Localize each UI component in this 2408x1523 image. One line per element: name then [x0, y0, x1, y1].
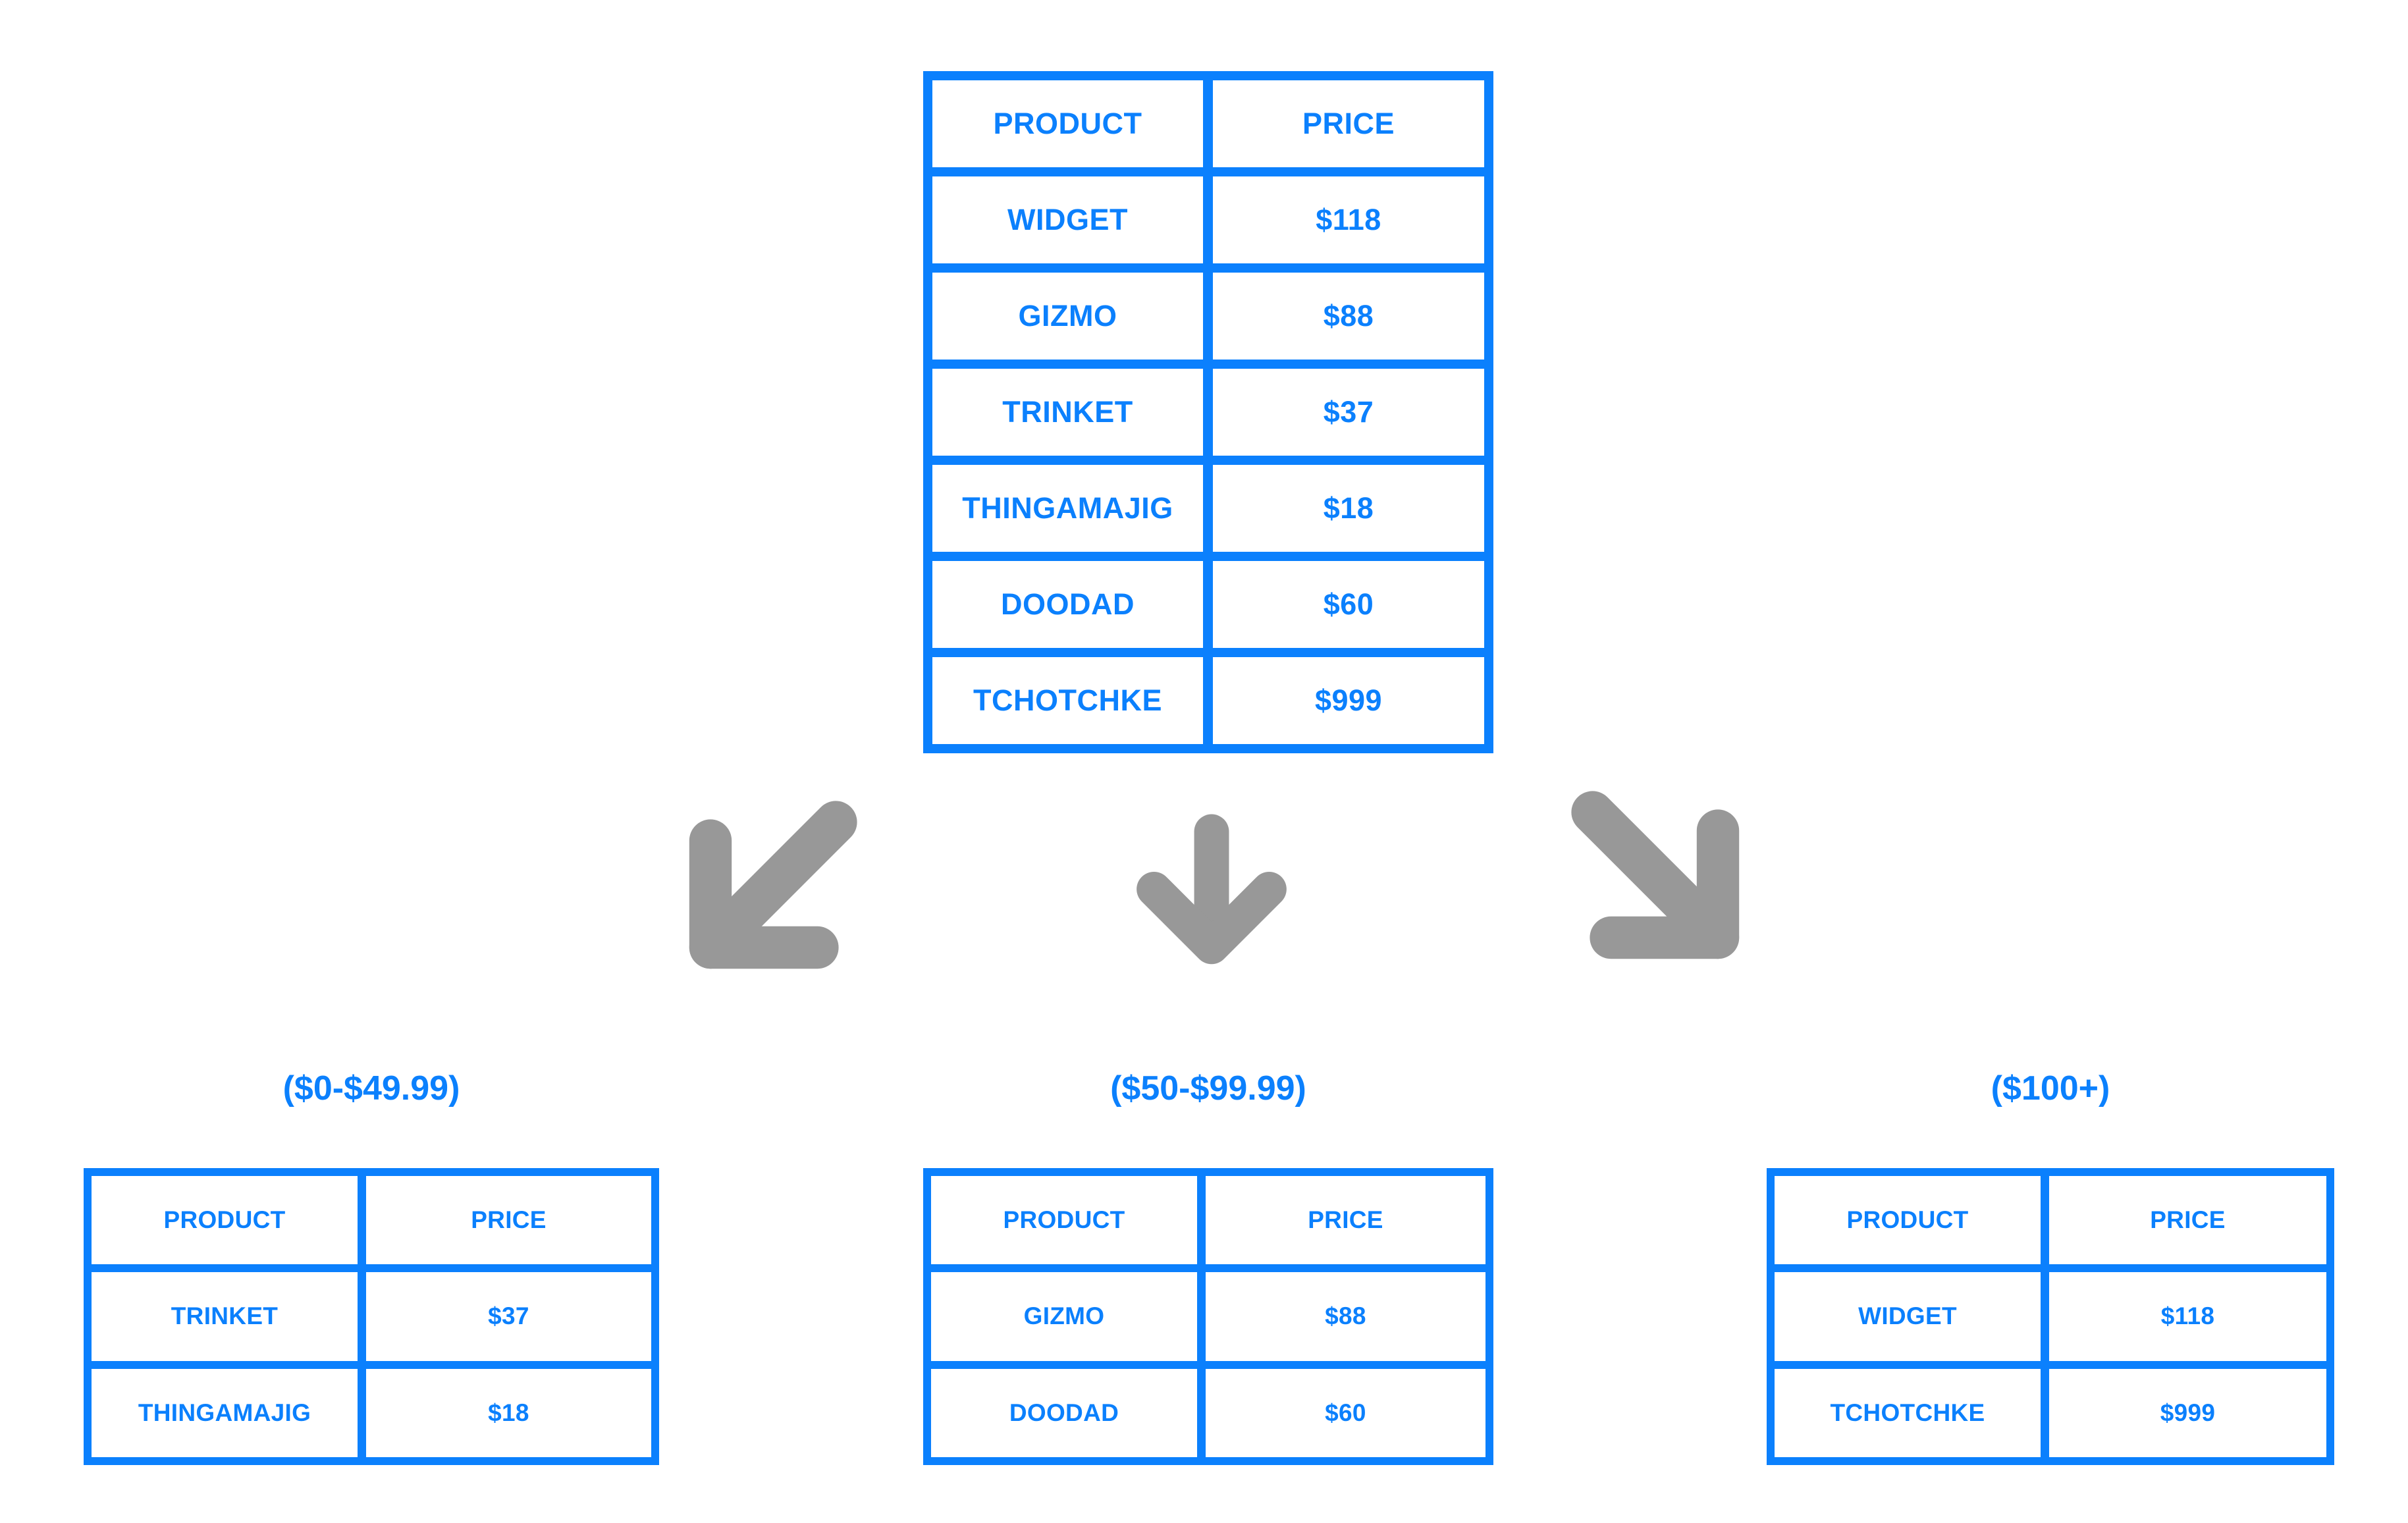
cell-price: $999 [1213, 657, 1484, 744]
cell-price: $60 [1206, 1368, 1485, 1457]
table-header-row: PRODUCT PRICE [1775, 1176, 2326, 1265]
table-row: GIZMO $88 [931, 1272, 1485, 1361]
cell-product: GIZMO [932, 273, 1203, 360]
table-row: THINGAMAJIG $18 [932, 465, 1484, 552]
table-row: TRINKET $37 [932, 369, 1484, 456]
source-product-price-table: PRODUCT PRICE WIDGET $118 GIZMO $88 TRIN… [923, 71, 1493, 753]
cell-product: TCHOTCHKE [1775, 1368, 2041, 1457]
table-row: DOODAD $60 [931, 1368, 1485, 1457]
table-row: WIDGET $118 [932, 176, 1484, 263]
cell-product: WIDGET [1775, 1272, 2041, 1361]
column-header-price: PRICE [366, 1176, 651, 1265]
column-header-product: PRODUCT [92, 1176, 358, 1265]
cell-price: $18 [1213, 465, 1484, 552]
table-row: TCHOTCHKE $999 [932, 657, 1484, 744]
cell-product: THINGAMAJIG [932, 465, 1203, 552]
table-row: WIDGET $118 [1775, 1272, 2326, 1361]
bucket-label-low: ($0-$49.99) [282, 1069, 460, 1108]
bucket-label-mid: ($50-$99.99) [1110, 1069, 1306, 1108]
table-header-row: PRODUCT PRICE [931, 1176, 1485, 1265]
cell-price: $118 [1213, 176, 1484, 263]
cell-price: $88 [1213, 273, 1484, 360]
table-header-row: PRODUCT PRICE [932, 80, 1484, 167]
table-row: THINGAMAJIG $18 [92, 1368, 651, 1457]
cell-price: $60 [1213, 561, 1484, 648]
table-row: DOODAD $60 [932, 561, 1484, 648]
cell-price: $37 [366, 1272, 651, 1361]
cell-price: $88 [1206, 1272, 1485, 1361]
cell-price: $118 [2049, 1272, 2326, 1361]
arrow-down-left-icon [689, 801, 857, 969]
table-row: TRINKET $37 [92, 1272, 651, 1361]
table-row: TCHOTCHKE $999 [1775, 1368, 2326, 1457]
cell-product: DOODAD [931, 1368, 1197, 1457]
column-header-product: PRODUCT [932, 80, 1203, 167]
cell-product: GIZMO [931, 1272, 1197, 1361]
bucket-table-high: PRODUCT PRICE WIDGET $118 TCHOTCHKE $999 [1767, 1168, 2334, 1465]
cell-product: WIDGET [932, 176, 1203, 263]
bucket-table-low: PRODUCT PRICE TRINKET $37 THINGAMAJIG $1… [84, 1168, 659, 1465]
column-header-price: PRICE [1213, 80, 1484, 167]
cell-price: $18 [366, 1368, 651, 1457]
column-header-product: PRODUCT [931, 1176, 1197, 1265]
arrow-down-right-icon [1571, 791, 1740, 959]
cell-product: DOODAD [932, 561, 1203, 648]
bucket-label-high: ($100+) [1991, 1069, 2110, 1108]
table-row: GIZMO $88 [932, 273, 1484, 360]
cell-product: TCHOTCHKE [932, 657, 1203, 744]
column-header-price: PRICE [1206, 1176, 1485, 1265]
cell-price: $37 [1213, 369, 1484, 456]
arrow-down-icon [1137, 814, 1287, 965]
column-header-product: PRODUCT [1775, 1176, 2041, 1265]
cell-product: THINGAMAJIG [92, 1368, 358, 1457]
table-header-row: PRODUCT PRICE [92, 1176, 651, 1265]
cell-product: TRINKET [92, 1272, 358, 1361]
column-header-price: PRICE [2049, 1176, 2326, 1265]
bucket-table-mid: PRODUCT PRICE GIZMO $88 DOODAD $60 [923, 1168, 1493, 1465]
cell-price: $999 [2049, 1368, 2326, 1457]
cell-product: TRINKET [932, 369, 1203, 456]
